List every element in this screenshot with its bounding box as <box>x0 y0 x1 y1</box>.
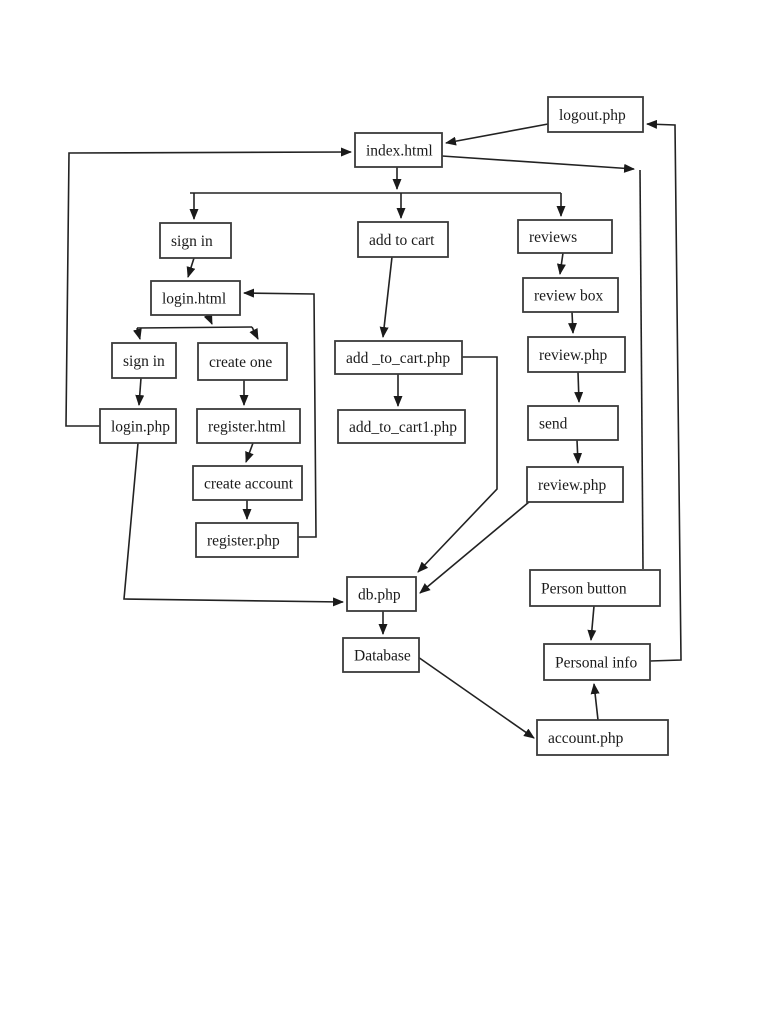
node-box-logout-php <box>547 96 644 133</box>
edge-login-html-split-stem <box>203 313 213 325</box>
node-sign-in-1: sign in <box>159 222 232 259</box>
edge-send-to-review-php-2 <box>573 439 583 464</box>
node-person-button: Person button <box>529 569 661 607</box>
node-label-personal-info: Personal info <box>555 655 637 672</box>
node-box-add-to-cart-php <box>334 340 463 375</box>
node-box-create-one <box>197 342 288 381</box>
node-box-account-php <box>536 719 669 756</box>
node-review-box: review box <box>522 277 619 313</box>
node-box-register-php <box>195 522 299 558</box>
node-label-logout-php: logout.php <box>559 107 626 124</box>
node-login-html: login.html <box>150 280 241 316</box>
node-box-login-html <box>150 280 241 316</box>
edge-login-html-split-bar <box>136 326 253 329</box>
node-label-register-html: register.html <box>208 419 286 436</box>
edge-register-php-to-login-html <box>243 288 317 538</box>
edge-layer <box>65 119 682 739</box>
node-account-php: account.php <box>536 719 669 756</box>
node-box-personal-info <box>543 643 651 681</box>
node-box-sign-in-1 <box>159 222 232 259</box>
node-register-html: register.html <box>196 408 301 444</box>
node-db-php: db.php <box>346 576 417 612</box>
node-label-add-to-cart: add to cart <box>369 232 435 249</box>
edge-review-php-to-send <box>574 371 584 403</box>
node-layer: logout.php index.html sign in add to cart re… <box>99 96 669 756</box>
node-label-person-button: Person button <box>541 581 627 598</box>
node-box-add-to-cart <box>357 221 449 258</box>
node-sign-in-2: sign in <box>111 342 177 379</box>
node-add-to-cart: add to cart <box>357 221 449 258</box>
edge-split-to-create-one <box>249 326 259 340</box>
node-label-send: send <box>539 416 568 433</box>
node-box-database <box>342 637 420 673</box>
node-database: Database <box>342 637 420 673</box>
node-label-review-box: review box <box>534 288 604 305</box>
node-box-sign-in-2 <box>111 342 177 379</box>
node-create-one: create one <box>197 342 288 381</box>
node-review-php-2: review.php <box>526 466 624 503</box>
node-create-account: create account <box>192 465 303 501</box>
node-box-send <box>527 405 619 441</box>
edge-sign-in-2-to-login-php <box>135 377 145 406</box>
edge-add-to-cart-php-to-db-php <box>417 356 498 573</box>
node-label-review-php-1: review.php <box>539 347 608 364</box>
node-label-sign-in-2: sign in <box>123 353 165 370</box>
node-review-php-1: review.php <box>527 336 626 373</box>
edge-review-box-to-review-php <box>568 311 578 334</box>
edge-person-button-to-personal-info <box>587 605 597 641</box>
node-label-db-php: db.php <box>358 587 401 604</box>
edge-index-html-to-person-button-diag <box>441 155 635 173</box>
edge-login-php-to-index-html <box>65 147 352 427</box>
node-label-login-php: login.php <box>111 419 170 436</box>
node-label-create-one: create one <box>209 354 272 371</box>
node-reviews: reviews <box>517 219 613 254</box>
node-logout-php: logout.php <box>547 96 644 133</box>
node-box-review-php-2 <box>526 466 624 503</box>
node-login-php: login.php <box>99 408 177 444</box>
edge-split-to-sign-in-2 <box>133 327 142 340</box>
node-box-reviews <box>517 219 613 254</box>
edge-personal-info-to-logout-php <box>646 119 682 662</box>
node-label-index-html: index.html <box>366 143 433 160</box>
node-label-database: Database <box>354 648 411 665</box>
node-label-account-php: account.php <box>548 730 624 747</box>
node-label-review-php-2: review.php <box>538 477 607 494</box>
edge-database-to-account-php <box>417 656 535 739</box>
node-box-login-php <box>99 408 177 444</box>
edge-register-html-to-create-account <box>245 442 254 463</box>
node-personal-info: Personal info <box>543 643 651 681</box>
edge-index-html-to-person-button-drop <box>639 169 644 570</box>
node-box-register-html <box>196 408 301 444</box>
edge-add-to-cart-to-add-to-cart-php <box>379 256 393 338</box>
node-label-add-to-cart-php: add _to_cart.php <box>346 350 450 367</box>
node-box-review-php-1 <box>527 336 626 373</box>
edge-reviews-to-review-box <box>556 252 566 275</box>
edge-review-php-2-to-db-php <box>419 501 530 594</box>
edge-sign-in-to-login-html <box>186 257 196 278</box>
node-box-index-html <box>354 132 443 168</box>
node-label-add-to-cart1-php: add_to_cart1.php <box>349 419 457 436</box>
node-box-create-account <box>192 465 303 501</box>
node-send: send <box>527 405 619 441</box>
node-add-to-cart-php: add _to_cart.php <box>334 340 463 375</box>
node-box-db-php <box>346 576 417 612</box>
node-label-sign-in-1: sign in <box>171 233 213 250</box>
node-box-review-box <box>522 277 619 313</box>
node-box-add-to-cart1-php <box>337 409 466 444</box>
node-box-person-button <box>529 569 661 607</box>
edge-login-php-to-db-php <box>123 442 344 607</box>
node-label-create-account: create account <box>204 476 294 493</box>
edge-account-php-to-personal-info <box>590 683 600 721</box>
node-add-to-cart1-php: add_to_cart1.php <box>337 409 466 444</box>
node-label-register-php: register.php <box>207 533 280 550</box>
node-index-html: index.html <box>354 132 443 168</box>
node-label-login-html: login.html <box>162 291 226 308</box>
node-register-php: register.php <box>195 522 299 558</box>
edge-logout-php-to-index-html <box>445 123 549 146</box>
node-label-reviews: reviews <box>529 229 577 246</box>
